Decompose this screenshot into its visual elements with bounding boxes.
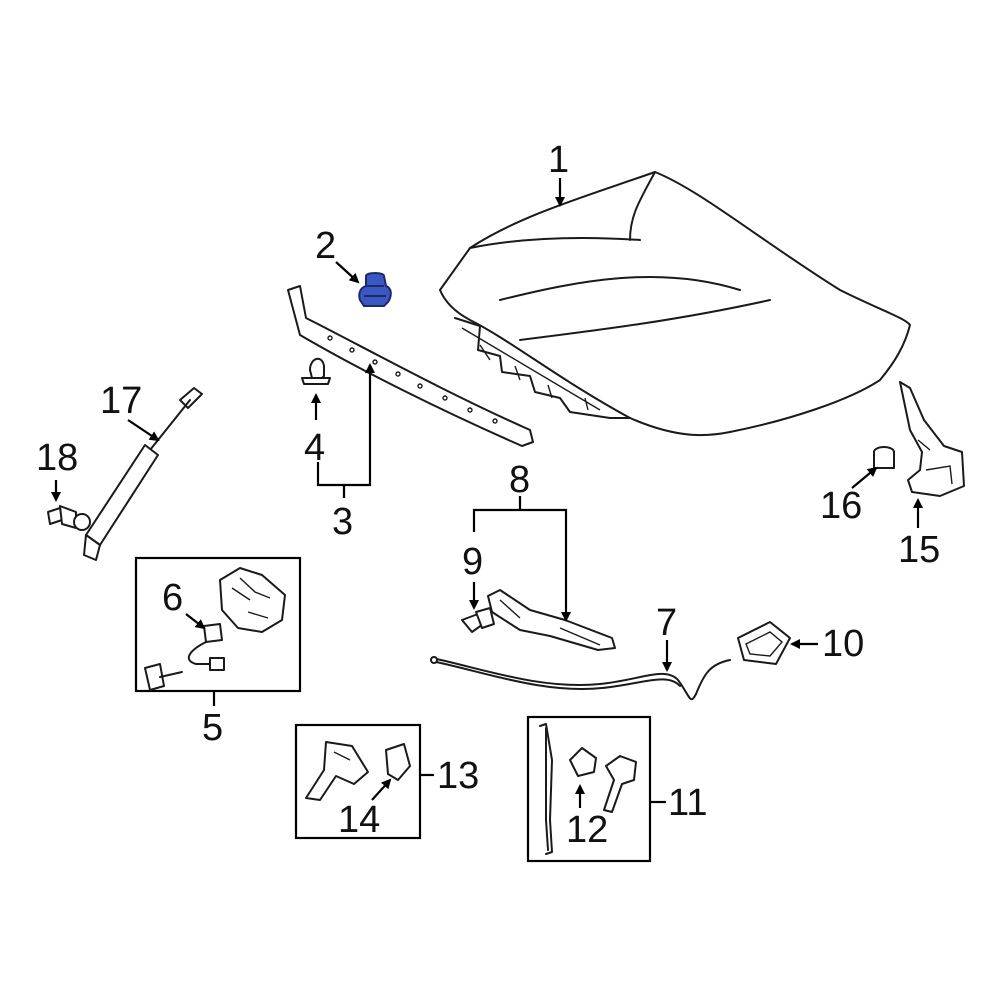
callout-17: 17: [100, 380, 142, 422]
callout-10: 10: [822, 623, 864, 665]
lock-switch-part[interactable]: [187, 623, 225, 671]
callout-13: 13: [437, 755, 479, 797]
box-striker: [294, 723, 422, 840]
clip-part-highlighted[interactable]: [358, 272, 392, 307]
cable-bracket-part[interactable]: [737, 621, 791, 665]
callout-8: 8: [509, 459, 530, 501]
weatherstrip-part[interactable]: [287, 285, 534, 447]
hood-lock-part[interactable]: [144, 567, 286, 691]
prop-rod-holder-part[interactable]: [569, 747, 597, 777]
callout-1: 1: [548, 139, 569, 181]
hood-hinge-part[interactable]: [899, 381, 965, 497]
callout-14: 14: [338, 799, 380, 841]
hood-part[interactable]: [439, 171, 911, 437]
box-prop-rod: [526, 715, 652, 863]
ball-stud-part[interactable]: [47, 505, 91, 531]
prop-rod-part[interactable]: [539, 723, 553, 855]
callout-11: 11: [668, 782, 707, 824]
prop-rod-grommet-part[interactable]: [603, 755, 637, 813]
release-handle-part[interactable]: [461, 589, 616, 651]
callout-15: 15: [898, 529, 940, 571]
box-lock-assembly: [134, 556, 302, 693]
callout-6: 6: [162, 577, 183, 619]
callout-9: 9: [462, 541, 483, 583]
callout-4: 4: [304, 427, 325, 469]
leader-6: [185, 613, 206, 630]
callout-5: 5: [202, 707, 223, 749]
release-cable-part[interactable]: [430, 656, 731, 701]
push-clip-part[interactable]: [301, 357, 331, 385]
striker-part[interactable]: [305, 741, 369, 801]
striker-bracket-part[interactable]: [385, 743, 411, 781]
hood-lift-support-part[interactable]: [83, 387, 203, 561]
leader-14: [371, 778, 392, 801]
leader-16: [851, 466, 878, 489]
callout-2: 2: [315, 225, 336, 267]
hood-bumper-part[interactable]: [873, 446, 895, 469]
callout-7: 7: [656, 602, 677, 644]
callout-3: 3: [332, 501, 353, 543]
callout-16: 16: [820, 485, 862, 527]
leader-17: [127, 419, 160, 442]
callout-12: 12: [566, 809, 608, 851]
callout-18: 18: [36, 437, 78, 479]
leader-2: [335, 261, 360, 284]
